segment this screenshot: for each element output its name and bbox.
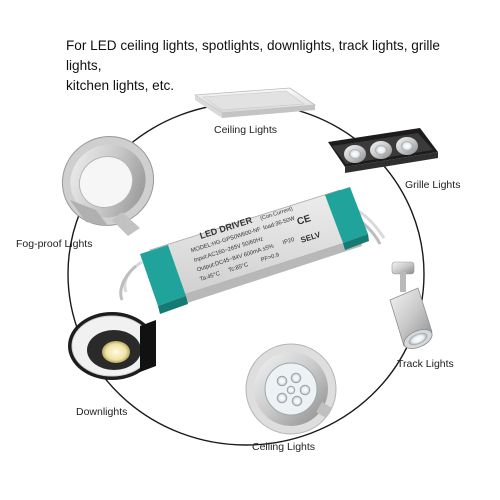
ceiling-panel-light-image <box>193 87 317 118</box>
driver-ta: Ta:45°C <box>199 271 221 283</box>
grille-light-image <box>328 128 438 173</box>
header-line-2: kitchen lights, etc. <box>66 78 175 93</box>
driver-ce-mark: CE <box>296 213 313 228</box>
label-grille-lights: Grille Lights <box>405 179 461 191</box>
track-light-image <box>389 261 433 349</box>
driver-ip: IP20 <box>282 237 295 246</box>
header-line-1: For LED ceiling lights, spotlights, down… <box>66 38 440 73</box>
ceiling-spot-light-image <box>245 343 337 435</box>
label-downlights: Downlights <box>76 406 128 418</box>
label-fog-proof-lights: Fog-proof Lights <box>16 238 93 250</box>
downlight-image <box>68 312 156 380</box>
label-track-lights: Track Lights <box>397 358 454 370</box>
driver-tc: Tc:85°C <box>228 262 249 274</box>
header-text: For LED ceiling lights, spotlights, down… <box>66 36 466 96</box>
label-ceiling-lights-bottom: Ceiling Lights <box>252 441 316 453</box>
fog-proof-light-image <box>61 136 155 236</box>
led-driver-image: LED DRIVER (Con.Current) MODEL:HG-GPS0W6… <box>119 187 386 314</box>
label-ceiling-lights-top: Ceiling Lights <box>214 124 278 136</box>
driver-pf: PF>0.9 <box>260 252 280 263</box>
